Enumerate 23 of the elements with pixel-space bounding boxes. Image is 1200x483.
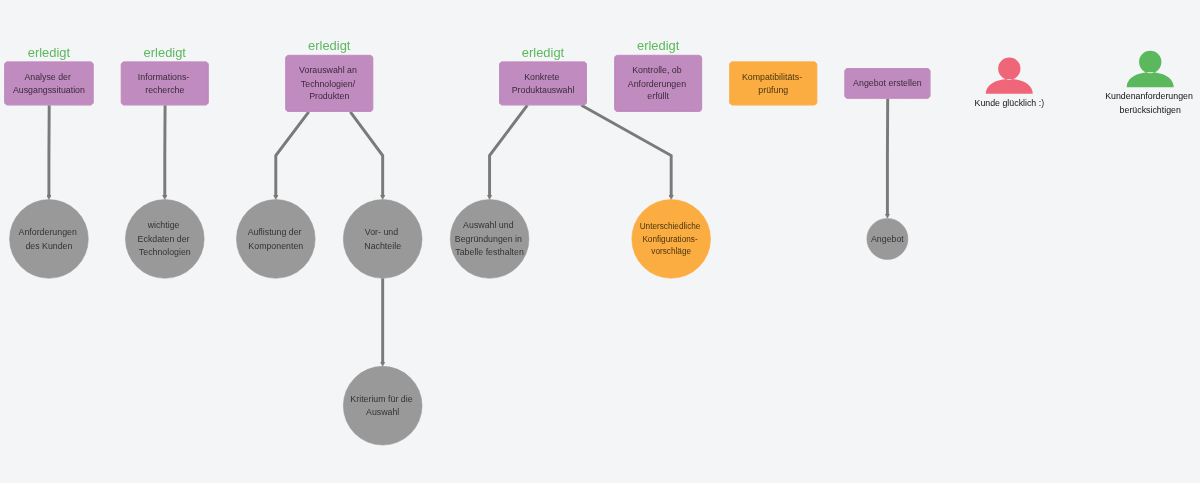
arrow: [487, 104, 529, 200]
node-label: erledigt: [636, 38, 680, 54]
node-circle: wichtige Eckdaten der Technologien: [125, 199, 205, 279]
node-label: Kundenanforderungen berücksichtigen: [1105, 90, 1193, 114]
arrow: [580, 103, 674, 200]
arrow: [349, 110, 386, 200]
arrow: [380, 278, 386, 367]
node-circle: Vor- und Nachteile: [343, 199, 423, 279]
node-label: erledigt: [143, 44, 186, 60]
node-circle: Anforderungen des Kunden: [9, 199, 89, 279]
arrow: [46, 105, 52, 200]
node-label: Kunde glücklich :): [974, 97, 1045, 108]
arrow: [273, 110, 310, 200]
node-circle: Angebot: [866, 218, 909, 260]
node-label: erledigt: [308, 38, 351, 54]
node-circle: Auflistung der Komponenten: [236, 199, 316, 279]
arrow: [162, 105, 168, 200]
node-circle: Kriterium für die Auswahl: [343, 366, 423, 446]
node-label: erledigt: [27, 44, 71, 60]
node-circle: Unterschiedliche Konfigurations- vorschläge: [631, 199, 711, 279]
node-label: erledigt: [521, 44, 565, 60]
arrow: [884, 98, 890, 219]
node-circle: Auswahl und Begründungen in Tabelle festhalten: [449, 199, 530, 279]
